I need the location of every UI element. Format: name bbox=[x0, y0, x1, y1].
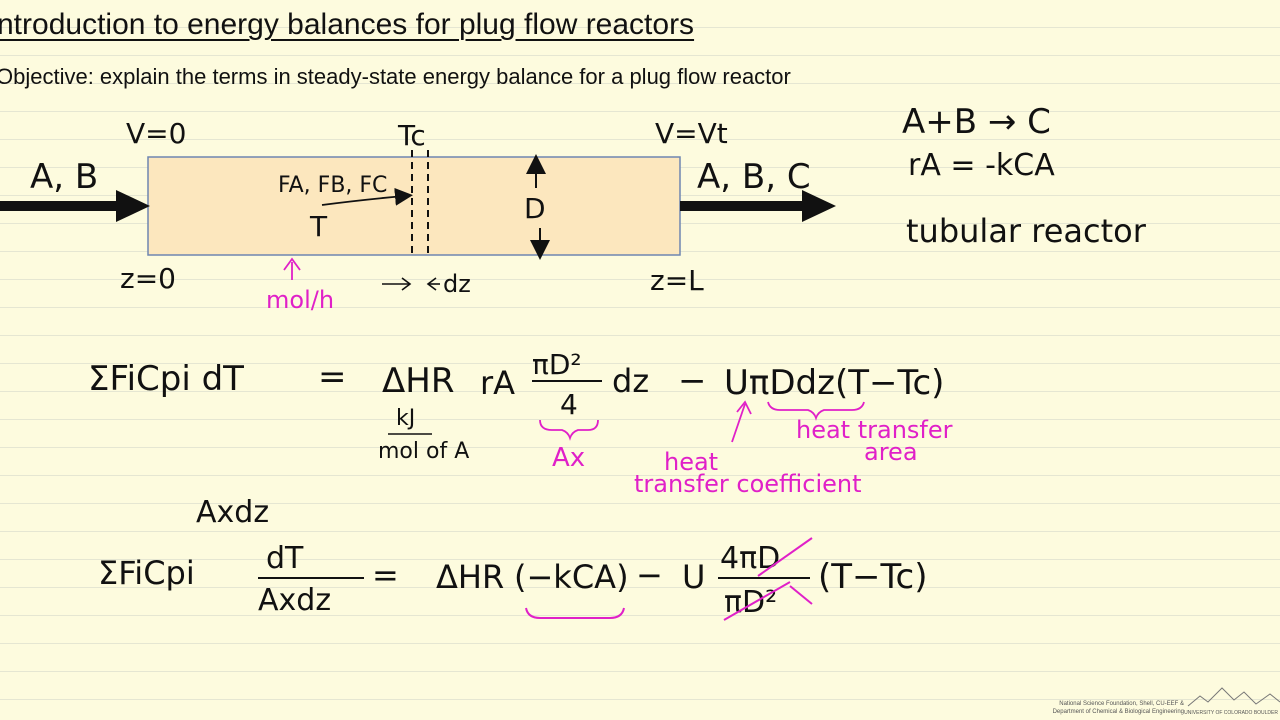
cancel-mark-top bbox=[757, 537, 813, 577]
diameter-label: D bbox=[524, 192, 546, 225]
eq1-rate: rA bbox=[480, 364, 515, 402]
eq2-heat-of-reaction: ΔHR bbox=[436, 558, 504, 596]
eq2-rate-underline bbox=[525, 607, 625, 619]
reactor-diagram: A, B A, B, C V=0 V=Vt Tc FA, FB, FC T D … bbox=[0, 117, 836, 314]
reactor-type-label: tubular reactor bbox=[906, 212, 1147, 250]
eq1-equals: = bbox=[318, 357, 347, 397]
rate-law: rA = -kCA bbox=[908, 148, 1055, 183]
heat-coeff-note-line1: heat bbox=[664, 448, 718, 476]
molar-flows-label: FA, FB, FC bbox=[278, 173, 387, 198]
volume-start-label: V=0 bbox=[126, 117, 186, 150]
eq2-tail: (T−Tc) bbox=[818, 557, 927, 597]
reaction-info: A+B → C rA = -kCA tubular reactor bbox=[902, 102, 1147, 250]
outlet-label: A, B, C bbox=[697, 157, 811, 197]
page-title: ntroduction to energy balances for plug … bbox=[0, 8, 695, 41]
objective-text: Objective: explain the terms in steady-s… bbox=[0, 64, 791, 89]
credits-line2: Department of Chemical & Biological Engi… bbox=[1052, 709, 1184, 715]
eq2-divisor: Axdz bbox=[196, 495, 269, 530]
eq2-coefficient: U bbox=[682, 558, 705, 596]
heat-coeff-note-line2: transfer coefficient bbox=[634, 470, 862, 498]
outlet-arrow-icon bbox=[802, 190, 836, 222]
inlet-arrow-icon bbox=[116, 190, 150, 222]
eq2-area-numerator: 4πD bbox=[720, 541, 780, 576]
volume-end-label: V=Vt bbox=[655, 117, 728, 150]
credits: National Science Foundation, Shell, CU-E… bbox=[1053, 700, 1184, 716]
ax-brace bbox=[539, 419, 599, 441]
cancel-mark-square bbox=[789, 585, 813, 605]
coeff-pointer-arrow-icon bbox=[736, 400, 752, 415]
eq1-heat-loss-term: UπDdz(T−Tc) bbox=[724, 363, 944, 403]
dz-label: dz bbox=[443, 270, 471, 298]
dz-left-arrow-icon bbox=[401, 277, 412, 291]
molar-flow-units-note: mol/h bbox=[266, 286, 334, 314]
z-end-label: z=L bbox=[650, 264, 704, 297]
eq2-equals: = bbox=[372, 556, 399, 594]
inlet-label: A, B bbox=[30, 157, 98, 197]
eq1-heat-of-reaction: ΔHR bbox=[382, 361, 454, 401]
university-logo-icon bbox=[1187, 687, 1280, 707]
eq1-dz: dz bbox=[612, 362, 649, 400]
eq1-area-denominator: 4 bbox=[560, 388, 578, 421]
temperature-label: T bbox=[309, 210, 328, 243]
eq1-lhs: ΣFiCpi dT bbox=[88, 359, 244, 399]
coolant-temp-label: Tc bbox=[397, 119, 426, 152]
cancel-mark-bottom bbox=[723, 581, 791, 621]
units-pointer-arrow-icon bbox=[283, 257, 301, 271]
eq2-fraction-numerator: dT bbox=[266, 541, 304, 576]
eq1-minus: − bbox=[678, 361, 707, 401]
energy-balance-equation: ΣFiCpi dT = ΔHR rA πD² 4 dz − UπDdz(T−Tc… bbox=[88, 348, 953, 498]
flow-direction-arrow-icon bbox=[321, 187, 413, 206]
area-brace bbox=[767, 401, 865, 421]
area-note-line2: area bbox=[864, 438, 918, 466]
credits-line1: National Science Foundation, Shell, CU-E… bbox=[1059, 701, 1184, 707]
ax-note: Ax bbox=[552, 443, 585, 473]
area-note-line1: heat transfer bbox=[796, 416, 953, 444]
eq1-unit-denominator: mol of A bbox=[378, 439, 469, 464]
dz-right-arrow-icon bbox=[426, 277, 437, 291]
university-logo-text: UNIVERSITY OF COLORADO BOULDER bbox=[1184, 710, 1278, 716]
eq2-rate-term: (−kCA) bbox=[514, 558, 629, 596]
eq2-lhs: ΣFiCpi bbox=[98, 554, 195, 592]
reactor-tube bbox=[147, 156, 681, 256]
reaction-equation: A+B → C bbox=[902, 102, 1051, 142]
coeff-pointer-line bbox=[731, 403, 746, 443]
z-start-label: z=0 bbox=[120, 262, 176, 295]
eq2-minus: − bbox=[636, 556, 663, 594]
eq2-fraction-denominator: Axdz bbox=[258, 583, 331, 618]
normalized-energy-balance: Axdz ΣFiCpi dT Axdz = ΔHR (−kCA) − U 4πD… bbox=[98, 495, 927, 621]
eq1-unit-numerator: kJ bbox=[396, 406, 415, 431]
eq1-area-numerator: πD² bbox=[532, 348, 582, 381]
